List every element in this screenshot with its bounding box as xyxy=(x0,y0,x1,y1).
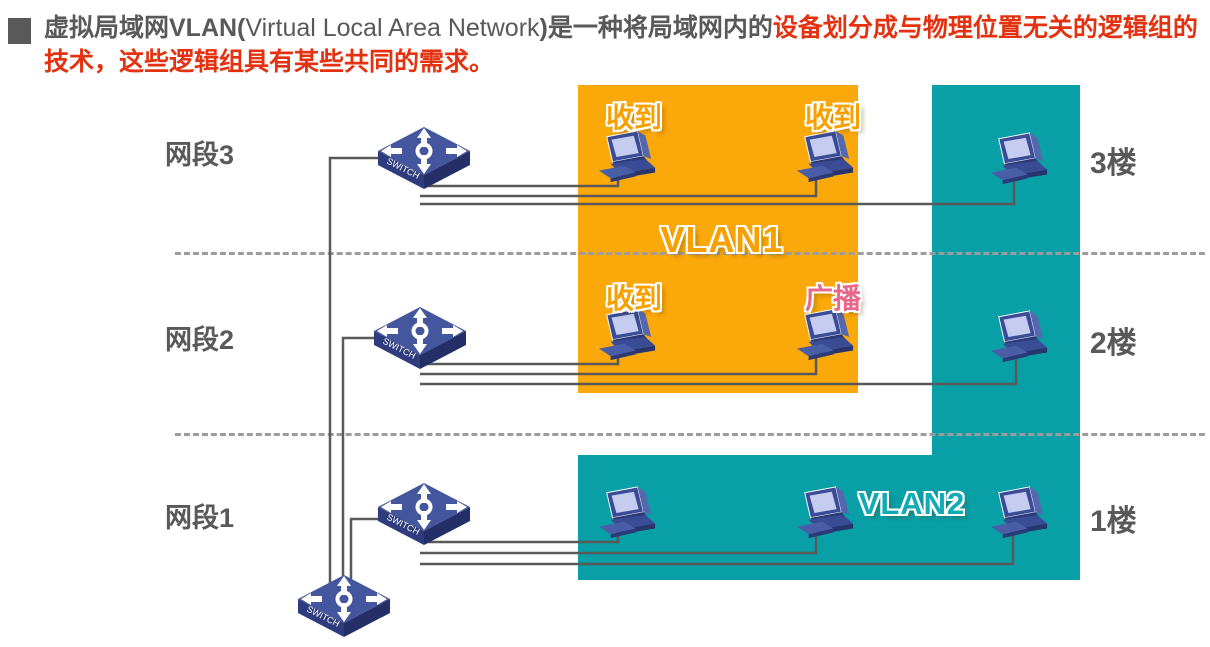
switch-icon: SWITCH xyxy=(378,483,470,545)
switch-icon: SWITCH xyxy=(298,575,390,637)
broadcast-label: 广播 xyxy=(804,283,861,314)
title-cn-part2: )是一种将局域网内的 xyxy=(539,14,773,42)
computer-icon xyxy=(597,129,659,187)
computer-icon xyxy=(795,129,857,187)
segment-separator-line xyxy=(175,252,1205,255)
segment-label-2: 网段2 xyxy=(165,325,235,355)
received-label: 收到 xyxy=(605,283,662,314)
segment-label-3: 网段3 xyxy=(165,140,235,170)
computer-icon xyxy=(989,485,1051,543)
title-cn-part1: 虚拟局域网VLAN( xyxy=(44,14,246,42)
segment-label-1: 网段1 xyxy=(165,503,235,533)
floor-label-2: 2楼 xyxy=(1090,327,1137,360)
switch-icon: SWITCH xyxy=(378,127,470,189)
bullet-marker xyxy=(8,18,31,44)
vlan2-label: VLAN2 xyxy=(858,486,966,521)
title-red-part: 设备划分成与物理位置无关的逻辑组的技术，这些逻辑组具有某些共同的需求。 xyxy=(44,14,1198,76)
switch-icon: SWITCH xyxy=(374,307,466,369)
received-label: 收到 xyxy=(804,102,861,133)
computer-icon xyxy=(989,131,1051,189)
floor-label-1: 1楼 xyxy=(1090,505,1137,538)
floor-label-3: 3楼 xyxy=(1090,147,1137,180)
received-label: 收到 xyxy=(605,102,662,133)
computer-icon xyxy=(989,309,1051,367)
segment-separator-line xyxy=(175,433,1205,436)
page-title: 虚拟局域网VLAN(Virtual Local Area Network)是一种… xyxy=(44,11,1202,79)
title-en-part: Virtual Local Area Network xyxy=(245,14,540,42)
vlan1-label: VLAN1 xyxy=(660,219,784,260)
computer-icon xyxy=(597,485,659,543)
